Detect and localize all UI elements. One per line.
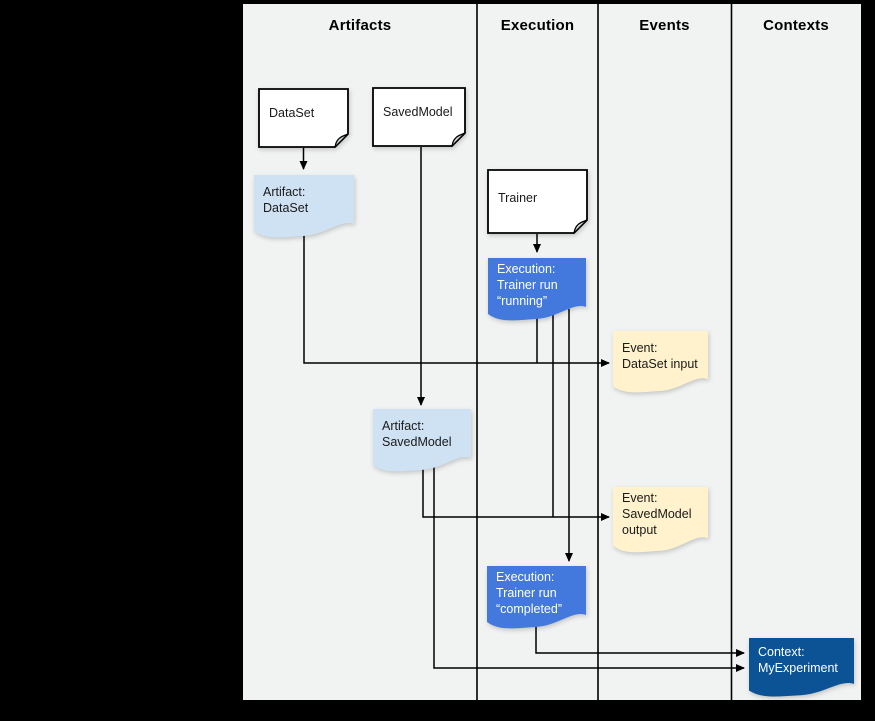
node-text-line: Artifact:	[382, 419, 425, 433]
node-text-line: Event:	[622, 341, 658, 355]
dataset-node: DataSet	[258, 88, 349, 148]
document-shape	[488, 258, 586, 321]
document-shape	[613, 487, 708, 553]
node-text-line: Artifact:	[263, 185, 306, 199]
card-shape	[258, 88, 349, 148]
column-header-execution: Execution	[500, 17, 575, 34]
trainer-label: Trainer	[498, 191, 538, 205]
trainer-node: Trainer	[487, 169, 588, 234]
node-text-line: “completed”	[496, 601, 562, 616]
node-text-line: DataSet	[263, 200, 309, 215]
artifact-savedmodel-node: Artifact: SavedModel	[373, 409, 471, 473]
dataset-label: DataSet	[269, 106, 315, 120]
node-text-line: “running”	[497, 293, 548, 308]
diagram-canvas: Artifacts Execution Events Contexts	[243, 4, 861, 700]
connectors-layer	[299, 4, 745, 700]
savedmodel-label: SavedModel	[383, 105, 453, 119]
node-text-line: Execution:	[496, 570, 555, 584]
node-text-line: Execution:	[497, 262, 556, 276]
node-text-line: Event:	[622, 491, 658, 505]
document-shape	[613, 331, 708, 393]
node-text-line: SavedModel	[382, 434, 452, 449]
arrow-artifact-savedmodel-to-event-output	[422, 464, 610, 521]
card-shape	[372, 87, 466, 147]
node-text-line: MyExperiment	[758, 660, 838, 675]
card-shape	[487, 169, 588, 234]
folded-corner-icon	[451, 132, 466, 147]
document-shape	[487, 566, 586, 629]
execution-running-node: Execution: Trainer run “running”	[488, 258, 586, 322]
column-header-events: Events	[639, 17, 690, 34]
node-text-line: Context:	[758, 645, 805, 659]
node-text-line: Trainer run	[496, 585, 557, 600]
node-text-line: DataSet input	[622, 356, 698, 371]
folded-corner-icon	[334, 133, 349, 148]
column-header-artifacts: Artifacts	[328, 17, 392, 34]
context-myexperiment-node: Context: MyExperiment	[749, 638, 854, 698]
arrow-artifact-dataset-to-event-input	[303, 229, 610, 367]
event-savedmodel-output-node: Event: SavedModel output	[613, 487, 708, 554]
arrow-completed-to-context	[535, 619, 745, 657]
node-text-line: output	[622, 522, 657, 537]
document-shape	[254, 175, 354, 238]
node-text-line: SavedModel	[622, 506, 692, 521]
event-dataset-input-node: Event: DataSet input	[613, 331, 708, 394]
swimlane-diagram: Artifacts Execution Events Contexts	[241, 2, 863, 702]
node-text-line: Trainer run	[497, 277, 558, 292]
arrow-artifact-savedmodel-to-context	[433, 464, 745, 672]
document-shape	[373, 409, 471, 472]
document-shape	[749, 638, 854, 697]
column-header-contexts: Contexts	[763, 17, 829, 34]
savedmodel-node: SavedModel	[372, 87, 466, 147]
execution-completed-node: Execution: Trainer run “completed”	[487, 566, 586, 630]
artifact-dataset-node: Artifact: DataSet	[254, 175, 354, 239]
folded-corner-icon	[573, 219, 588, 234]
